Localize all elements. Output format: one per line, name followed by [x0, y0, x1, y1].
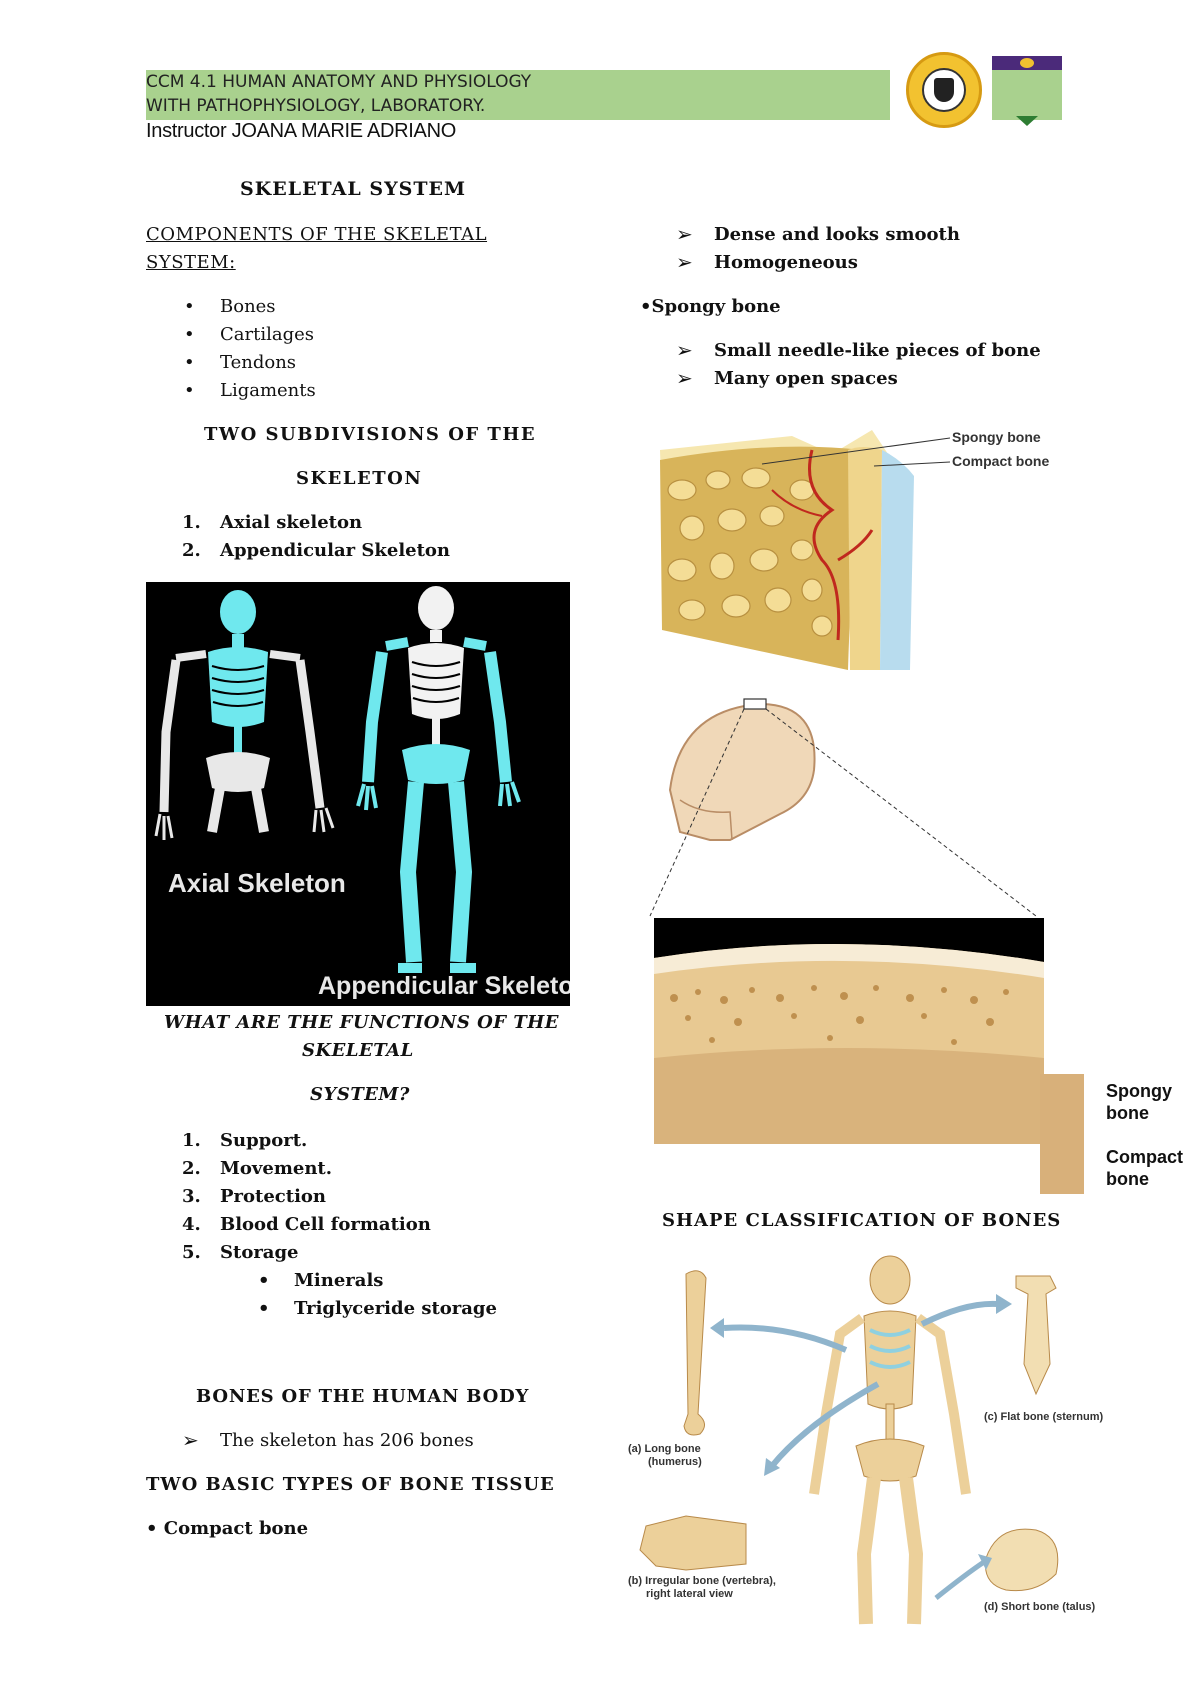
spongy-bone-label: •Spongy bone — [640, 296, 781, 317]
instructor-name: Instructor JOANA MARIE ADRIANO — [146, 120, 456, 142]
list-item: Small needle-like pieces of bone — [714, 340, 1041, 361]
skeleton-label-axial: Axial Skeleton — [168, 868, 346, 898]
bones-heading: BONES OF THE HUMAN BODY — [196, 1386, 530, 1407]
skull-zoom-illustration — [640, 690, 1060, 920]
list-item: Bones — [184, 296, 275, 317]
university-seal-logo — [906, 52, 982, 128]
caption-short-bone: (d) Short bone (talus) — [984, 1601, 1096, 1613]
photo-label-spongy-1: Spongy — [1106, 1081, 1172, 1101]
list-item: Protection — [220, 1186, 326, 1207]
photo-label-spongy-2: bone — [1106, 1103, 1149, 1123]
header-band — [146, 70, 890, 120]
list-item: Homogeneous — [714, 252, 858, 273]
compact-bone-label: • Compact bone — [146, 1518, 309, 1539]
subdivisions-heading-1: TWO SUBDIVISIONS OF THE — [204, 424, 537, 445]
list-number: 1. — [182, 512, 201, 533]
list-number: 5. — [182, 1242, 201, 1263]
list-item: Blood Cell formation — [220, 1214, 431, 1235]
bone-photo-inset — [1040, 1074, 1084, 1194]
spongy-compact-illustration: Spongy bone Compact bone — [660, 429, 1049, 670]
caption-irregular-bone-2: right lateral view — [646, 1588, 733, 1600]
functions-heading-2: SKELETAL — [302, 1040, 414, 1061]
bone-shapes-illustration: (a) Long bone (humerus) (c) Flat bone (s… — [628, 1255, 1104, 1625]
arrow-bullet-icon: ➢ — [676, 250, 693, 274]
skeleton-illustration: Axial Skeleton Appendicular Skeleton — [154, 586, 589, 1000]
shape-classification-heading: SHAPE CLASSIFICATION OF BONES — [662, 1210, 1062, 1231]
course-title-line1: CCM 4.1 HUMAN ANATOMY AND PHYSIOLOGY — [146, 72, 532, 92]
list-item: Support. — [220, 1130, 308, 1151]
arrow-bullet-icon: ➢ — [676, 366, 693, 390]
subdivisions-heading-2: SKELETON — [296, 468, 423, 489]
photo-label-compact-2: bone — [1106, 1169, 1149, 1189]
diagram-label-compact: Compact bone — [952, 453, 1049, 469]
list-item: Axial skeleton — [220, 512, 363, 533]
list-item: Appendicular Skeleton — [220, 540, 451, 561]
list-item: The skeleton has 206 bones — [220, 1430, 474, 1451]
skull-icon — [649, 698, 1037, 917]
course-title-line2: WITH PATHOPHYSIOLOGY, LABORATORY. — [146, 96, 486, 116]
functions-heading-3: SYSTEM? — [310, 1084, 410, 1105]
list-item: Ligaments — [184, 380, 316, 401]
list-number: 1. — [182, 1130, 201, 1151]
caption-irregular-bone: (b) Irregular bone (vertebra), — [628, 1575, 776, 1587]
spongy-compact-bone-photo — [654, 918, 1044, 1144]
arrow-bullet-icon: ➢ — [182, 1428, 199, 1452]
list-number: 2. — [182, 1158, 201, 1179]
bone-cross-section-diagram: Spongy bone Compact bone — [652, 420, 1072, 678]
components-heading-2: SYSTEM: — [146, 252, 236, 273]
list-item: Cartilages — [184, 324, 314, 345]
bone-shape-classification-figure: (a) Long bone (humerus) (c) Flat bone (s… — [626, 1254, 1146, 1634]
list-item: Many open spaces — [714, 368, 898, 389]
college-flag-logo — [992, 56, 1062, 126]
list-item: Minerals — [258, 1270, 384, 1291]
list-item: Storage — [220, 1242, 299, 1263]
bone-photo-illustration — [654, 943, 1044, 1144]
list-item: Triglyceride storage — [258, 1298, 497, 1319]
skeleton-label-appendicular: Appendicular Skeleton — [318, 972, 570, 1000]
list-item: Tendons — [184, 352, 296, 373]
components-heading-1: COMPONENTS OF THE SKELETAL — [146, 224, 488, 245]
list-item: Dense and looks smooth — [714, 224, 960, 245]
list-number: 2. — [182, 540, 201, 561]
arrow-bullet-icon: ➢ — [676, 338, 693, 362]
caption-flat-bone: (c) Flat bone (sternum) — [984, 1411, 1104, 1423]
arrow-bullet-icon: ➢ — [676, 222, 693, 246]
diagram-label-spongy: Spongy bone — [952, 429, 1041, 445]
photo-label-compact-1: Compact — [1106, 1147, 1184, 1167]
functions-heading-1: WHAT ARE THE FUNCTIONS OF THE — [164, 1012, 559, 1033]
caption-long-bone-2: (humerus) — [648, 1456, 702, 1468]
list-number: 3. — [182, 1186, 201, 1207]
list-item: Movement. — [220, 1158, 333, 1179]
tissue-heading: TWO BASIC TYPES OF BONE TISSUE — [146, 1474, 555, 1495]
page-title: SKELETAL SYSTEM — [240, 178, 467, 200]
caption-long-bone: (a) Long bone — [628, 1443, 701, 1455]
axial-appendicular-skeleton-image: Axial Skeleton Appendicular Skeleton — [146, 582, 589, 1006]
list-number: 4. — [182, 1214, 201, 1235]
